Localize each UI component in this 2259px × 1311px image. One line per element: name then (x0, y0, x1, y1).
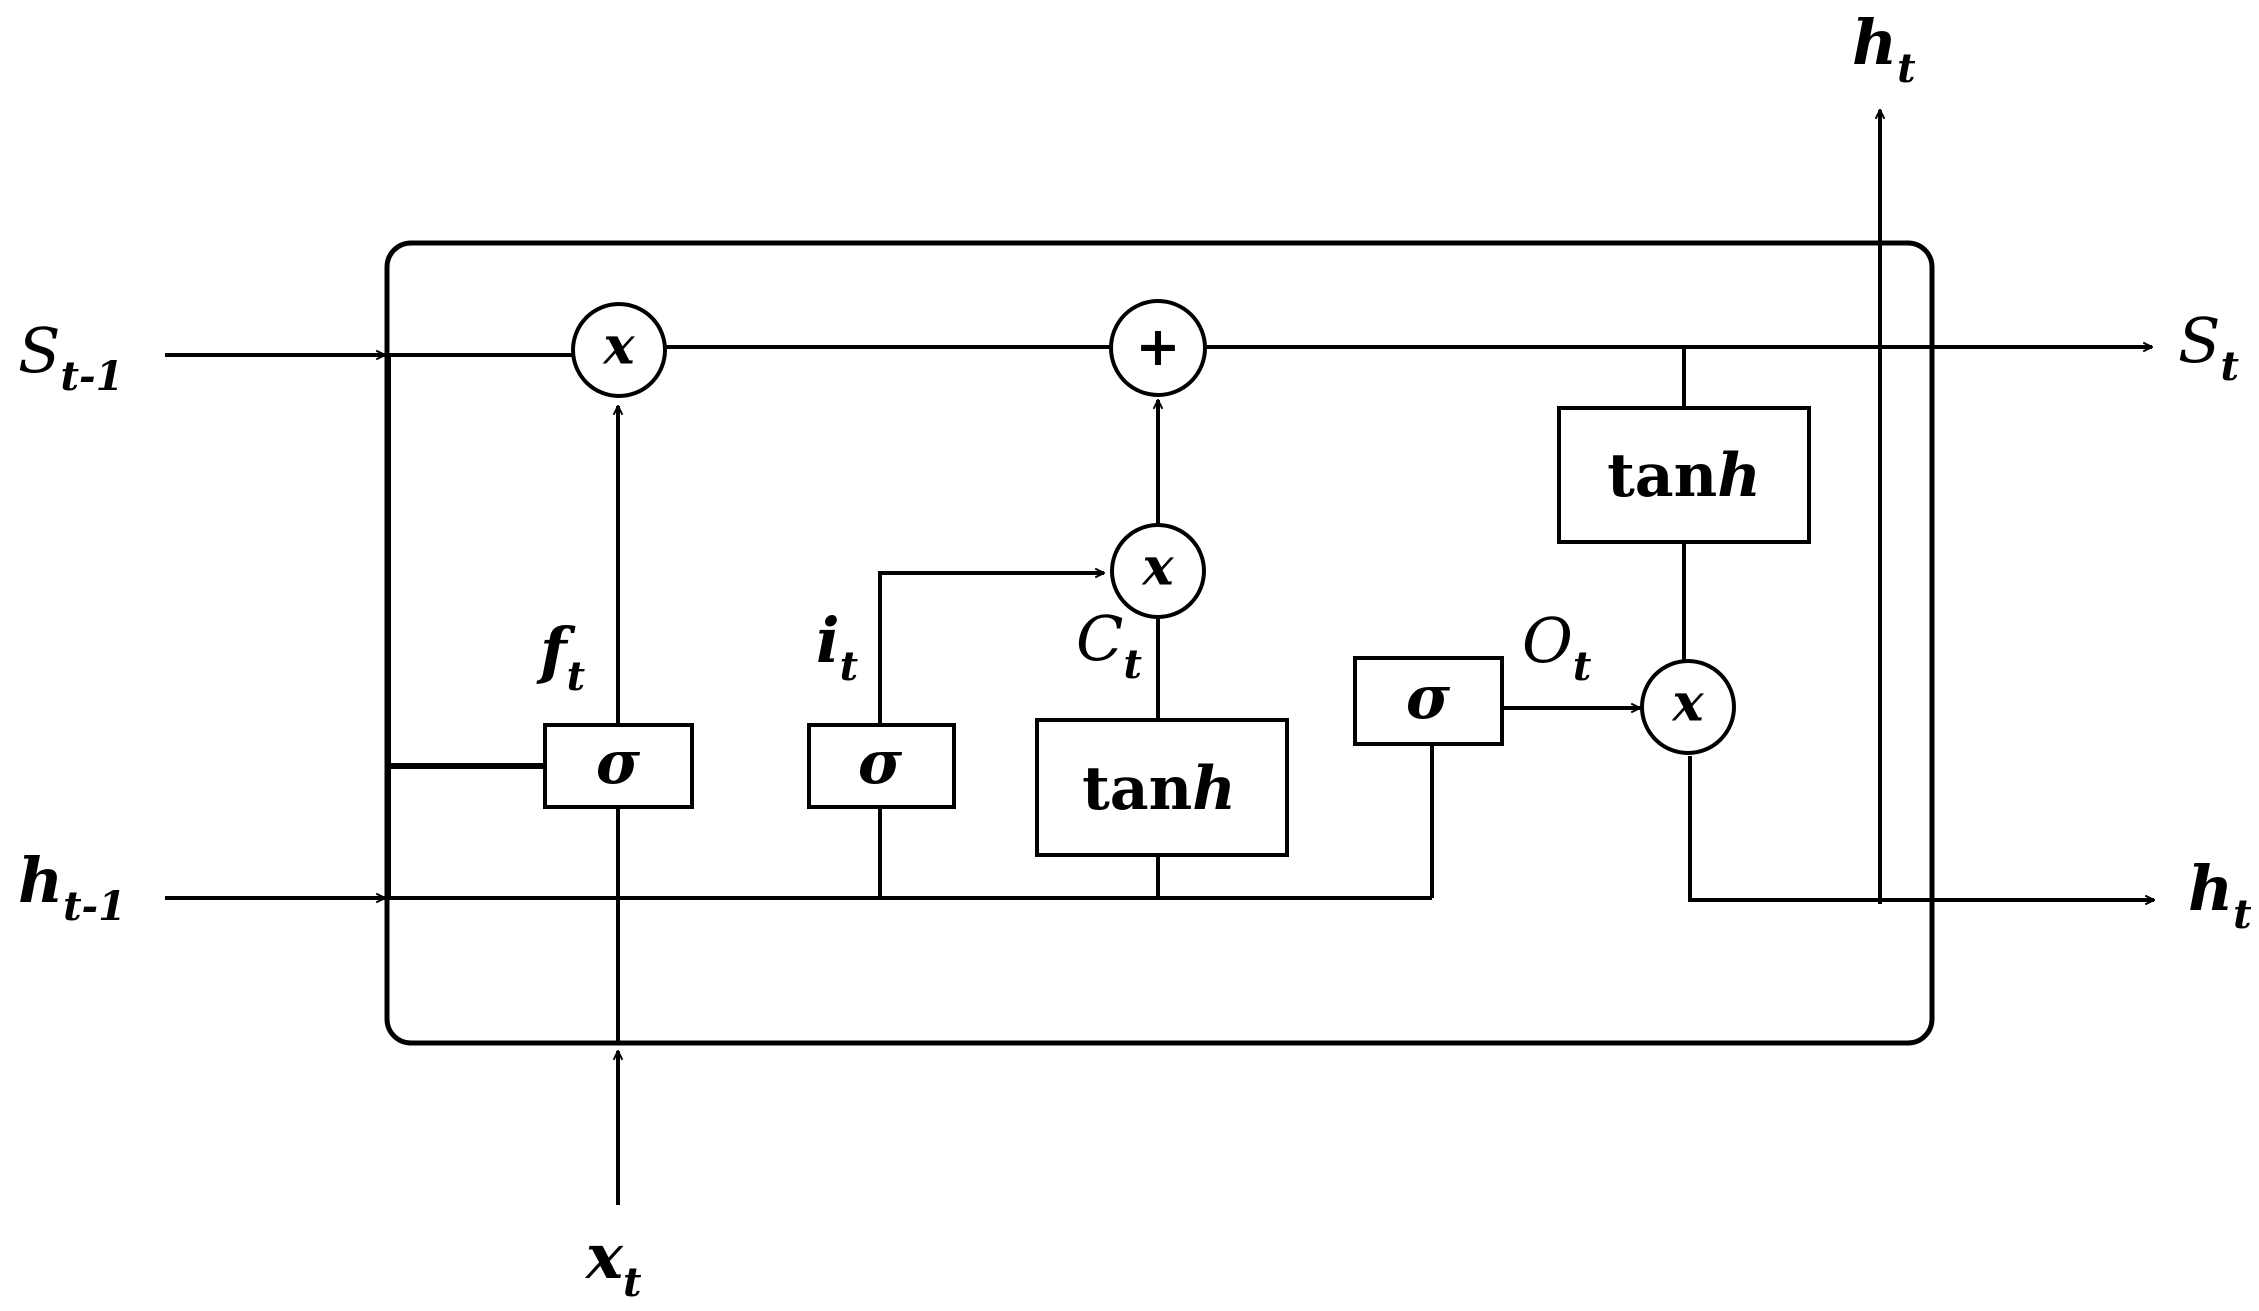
label-i-gate: it (816, 604, 859, 690)
label-x-in: xt (584, 1220, 642, 1306)
add-node: + (1109, 299, 1207, 397)
output-multiply-node: x (1640, 659, 1736, 755)
label-o-gate: Ot (1522, 604, 1592, 690)
label-s-out: St (2178, 304, 2239, 390)
forget-gate-box: σ (543, 723, 694, 809)
label-s-prev: St-1 (18, 314, 123, 400)
output-tanh-box: tanh (1557, 406, 1811, 544)
label-c-cand: Ct (1076, 602, 1142, 688)
label-h-out-right: ht (2188, 852, 2252, 938)
output-gate-box: σ (1353, 656, 1504, 746)
label-h-out-top: ht (1852, 6, 1916, 92)
output-multiply-symbol: x (1671, 673, 1704, 734)
candidate-tanh-box: tanh (1035, 718, 1289, 857)
input-gate-sigma: σ (858, 728, 903, 798)
output-tanh-label: tanh (1607, 441, 1761, 511)
forget-gate-sigma: σ (596, 728, 641, 798)
label-h-prev: ht-1 (18, 844, 126, 930)
candidate-tanh-label: tanh (1082, 754, 1236, 824)
add-symbol: + (1135, 314, 1180, 378)
input-gate-to-mult (878, 573, 1104, 725)
forget-multiply-node: x (571, 302, 667, 398)
input-gate-box: σ (807, 723, 956, 809)
forget-multiply-symbol: x (602, 316, 635, 377)
output-gate-sigma: σ (1406, 663, 1451, 733)
input-multiply-node: x (1110, 523, 1206, 619)
input-multiply-symbol: x (1141, 537, 1174, 598)
mult-to-hidden (1688, 756, 1880, 902)
label-f-gate: ft (536, 614, 586, 700)
